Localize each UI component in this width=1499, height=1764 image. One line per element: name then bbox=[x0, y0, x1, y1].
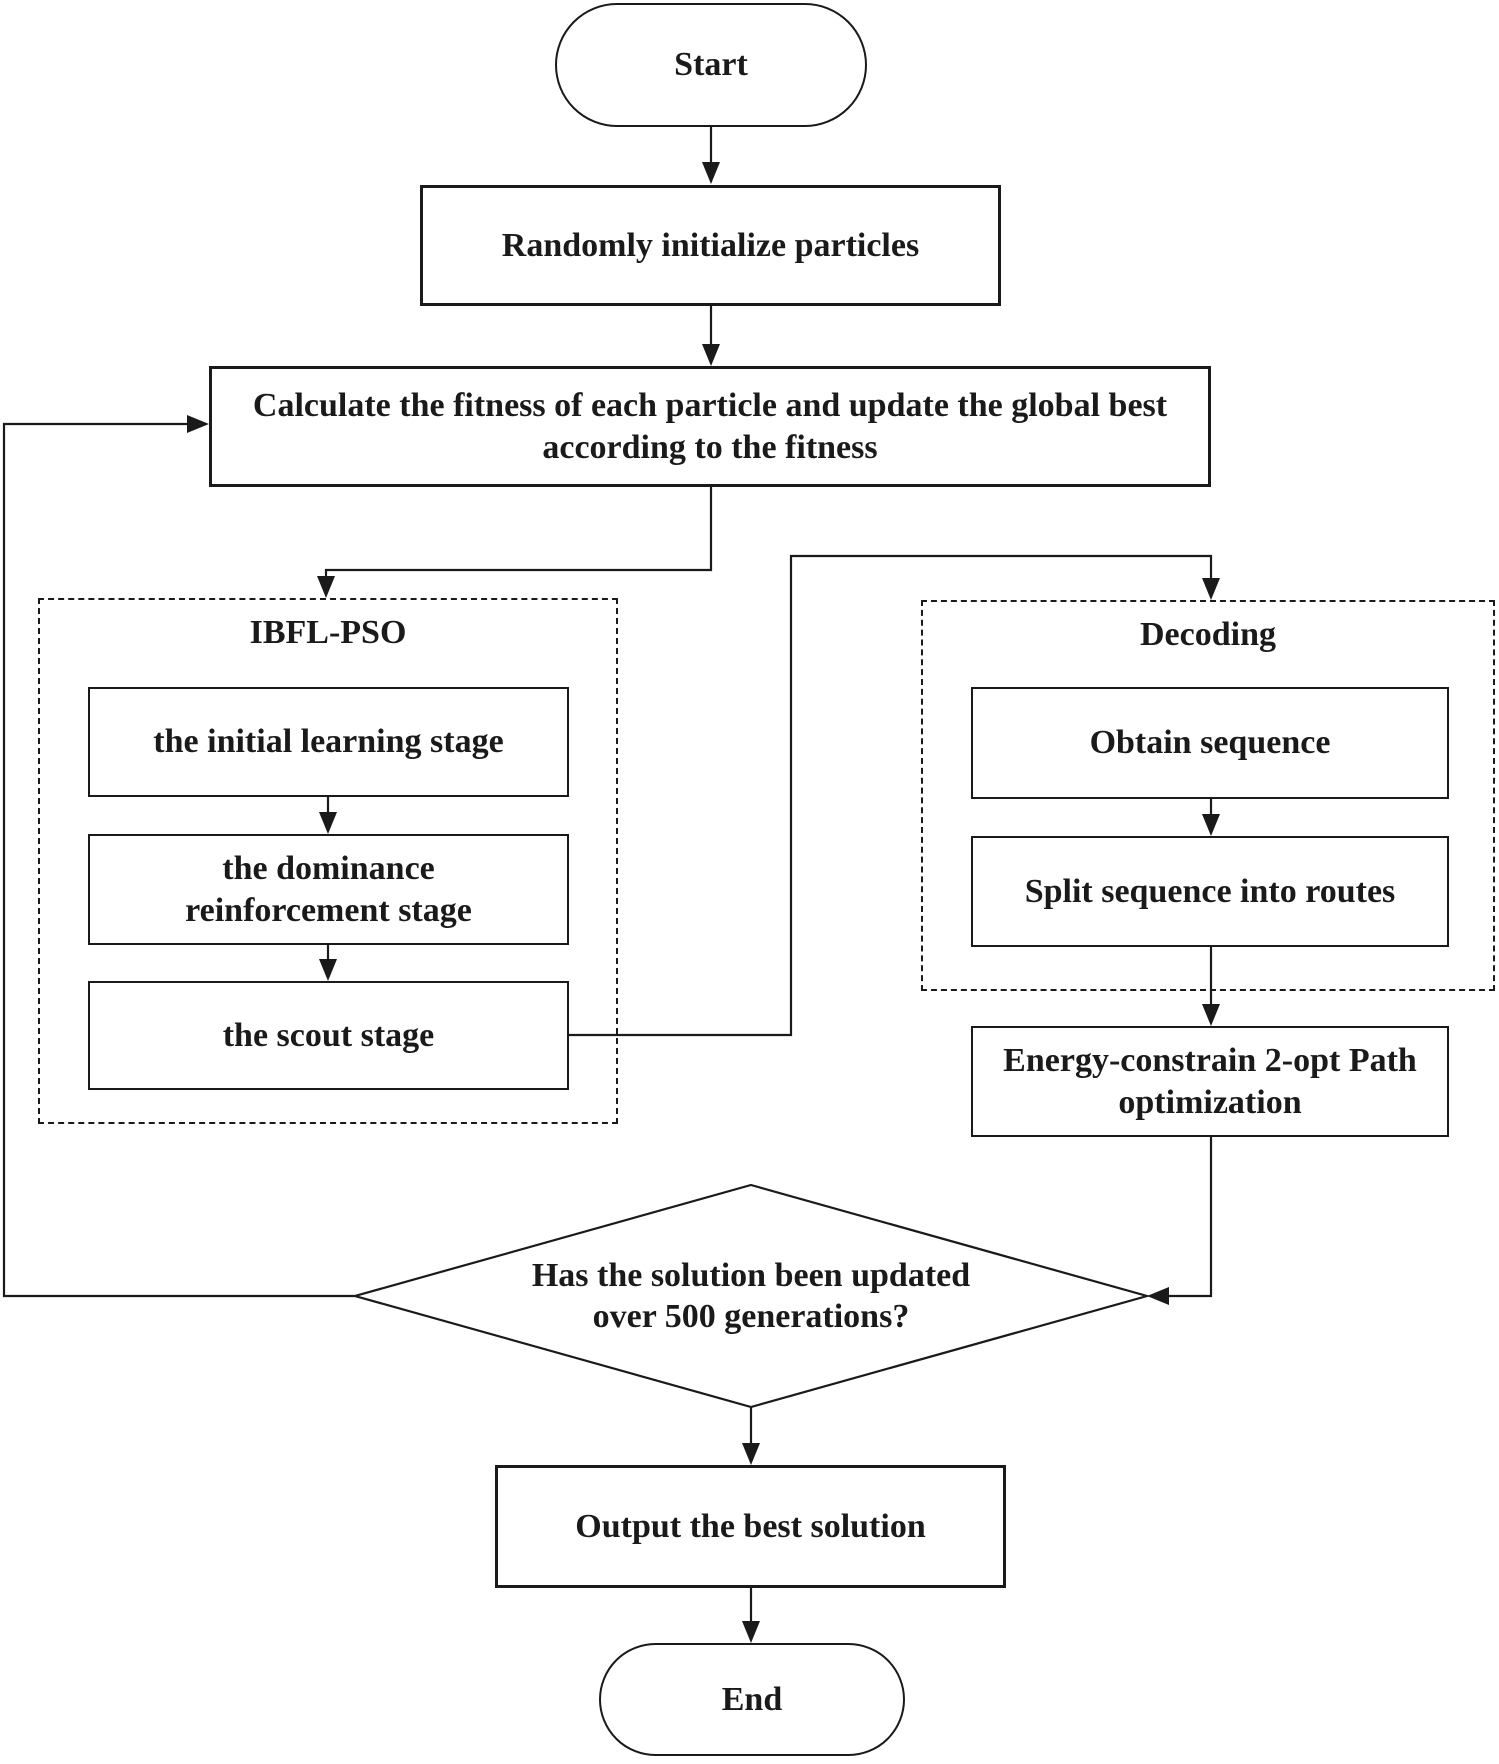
decision-node: Has the solution been updated over 500 g… bbox=[451, 1250, 1051, 1342]
initialize-particles-label: Randomly initialize particles bbox=[501, 226, 920, 264]
calculate-fitness-node: Calculate the fitness of each particle a… bbox=[209, 366, 1211, 487]
output-solution-label: Output the best solution bbox=[575, 1507, 926, 1545]
calculate-fitness-line2: according to the fitness bbox=[542, 428, 878, 466]
split-sequence-node: Split sequence into routes bbox=[971, 836, 1449, 947]
scout-stage-label: the scout stage bbox=[222, 1016, 435, 1054]
end-node: End bbox=[599, 1643, 905, 1756]
initial-learning-stage-node: the initial learning stage bbox=[88, 687, 569, 797]
arrowhead-down-icon bbox=[742, 1621, 760, 1643]
energy-2opt-optimization-node: Energy-constrain 2-opt Path optimization bbox=[971, 1026, 1449, 1137]
arrowhead-down-icon bbox=[1202, 1004, 1220, 1026]
initial-learning-stage-label: the initial learning stage bbox=[153, 723, 504, 761]
connector-energy-to-decision bbox=[1151, 1137, 1213, 1298]
ibfl-pso-group-box: IBFL-PSO bbox=[38, 598, 618, 1124]
arrowhead-left-icon bbox=[1147, 1287, 1169, 1305]
arrowhead-down-icon bbox=[317, 576, 335, 598]
start-label: Start bbox=[674, 46, 748, 84]
decoding-group-label: Decoding bbox=[1140, 616, 1276, 653]
decision-line2: over 500 generations? bbox=[592, 1298, 910, 1335]
decision-diamond-shape bbox=[350, 1183, 1152, 1409]
calculate-fitness-line1: Calculate the fitness of each particle a… bbox=[252, 387, 1168, 425]
connector-scout-to-decoding bbox=[569, 554, 1213, 1037]
arrowhead-down-icon bbox=[702, 344, 720, 366]
decision-line1: Has the solution been updated bbox=[531, 1256, 971, 1294]
scout-stage-node: the scout stage bbox=[88, 981, 569, 1090]
dominance-reinforcement-stage-node: the dominance reinforcement stage bbox=[88, 834, 569, 945]
end-label: End bbox=[721, 1680, 783, 1718]
initialize-particles-node: Randomly initialize particles bbox=[420, 185, 1001, 306]
connector-decision-feedback-to-calc bbox=[2, 422, 355, 1298]
split-sequence-label: Split sequence into routes bbox=[1024, 872, 1396, 910]
ibfl-pso-group-label: IBFL-PSO bbox=[249, 614, 407, 651]
energy-2opt-line1: Energy-constrain 2-opt Path bbox=[1003, 1042, 1417, 1080]
arrowhead-down-icon bbox=[742, 1443, 760, 1465]
arrowhead-down-icon bbox=[319, 812, 337, 834]
dominance-line2: reinforcement stage bbox=[185, 891, 472, 929]
arrowhead-down-icon bbox=[702, 162, 720, 184]
connector-calc-to-ibfl bbox=[324, 487, 713, 594]
arrowhead-down-icon bbox=[319, 959, 337, 981]
output-solution-node: Output the best solution bbox=[495, 1465, 1006, 1588]
arrowhead-down-icon bbox=[1202, 578, 1220, 600]
arrowhead-right-icon bbox=[187, 415, 209, 433]
start-node: Start bbox=[555, 3, 867, 127]
obtain-sequence-label: Obtain sequence bbox=[1089, 724, 1331, 762]
energy-2opt-line2: optimization bbox=[1118, 1083, 1302, 1121]
dominance-line1: the dominance bbox=[222, 850, 435, 888]
decoding-group-box: Decoding bbox=[921, 600, 1495, 991]
arrowhead-down-icon bbox=[1202, 814, 1220, 836]
obtain-sequence-node: Obtain sequence bbox=[971, 687, 1449, 799]
